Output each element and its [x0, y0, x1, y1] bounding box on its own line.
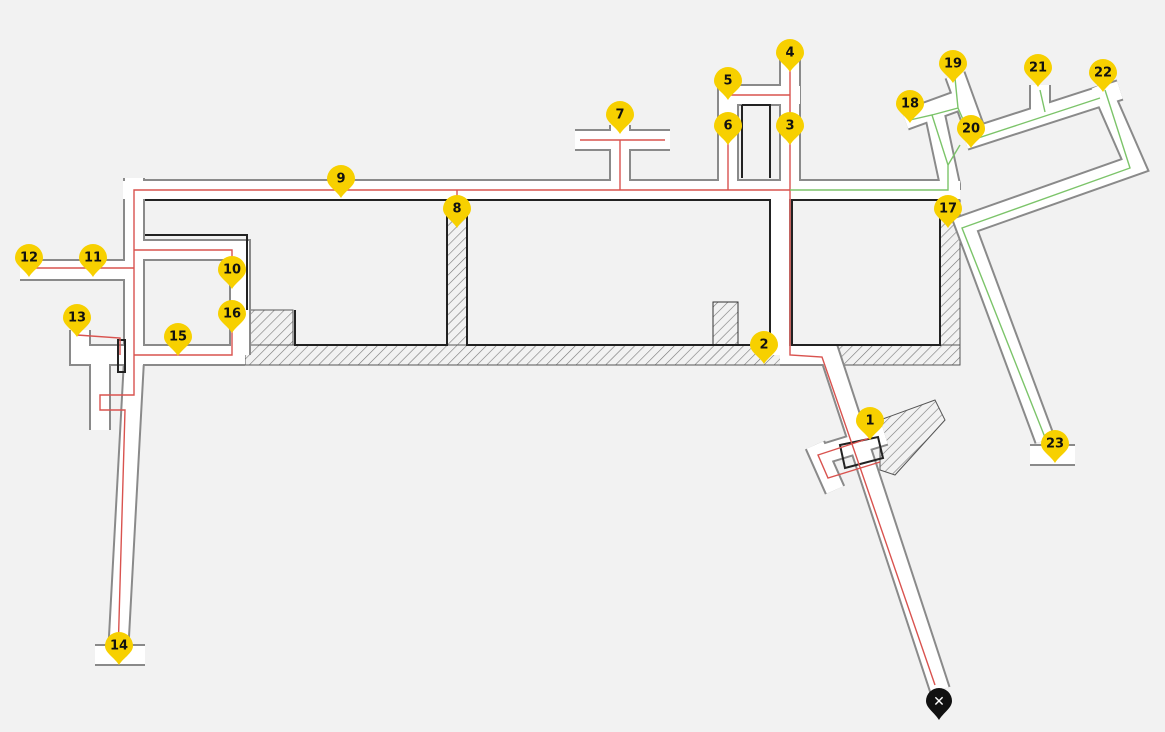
pin-number: 22 — [1094, 66, 1112, 81]
map-pin-11[interactable]: 11 — [79, 244, 107, 277]
map-pin-4[interactable]: 4 — [776, 39, 804, 72]
pin-marker-icon — [714, 112, 742, 145]
pin-marker-icon — [218, 256, 246, 289]
map-pin-5[interactable]: 5 — [714, 67, 742, 100]
pin-marker-icon — [1041, 430, 1069, 463]
pin-number: 10 — [223, 263, 241, 278]
pin-number: 5 — [723, 74, 732, 89]
map-pin-23[interactable]: 23 — [1041, 430, 1069, 463]
pin-marker-icon — [896, 90, 924, 123]
pin-marker-icon — [856, 407, 884, 440]
pin-number: 21 — [1029, 61, 1047, 76]
pin-marker-icon — [776, 39, 804, 72]
pin-marker-icon — [218, 300, 246, 333]
map-pin-18[interactable]: 18 — [896, 90, 924, 123]
pin-number: 16 — [223, 307, 241, 322]
map-pin-16[interactable]: 16 — [218, 300, 246, 333]
pin-number: 4 — [785, 46, 794, 61]
pin-marker-icon — [79, 244, 107, 277]
pin-number: 18 — [901, 97, 919, 112]
pin-marker-icon — [776, 112, 804, 145]
map-pin-19[interactable]: 19 — [939, 50, 967, 83]
pin-marker-icon — [105, 632, 133, 665]
map-pin-22[interactable]: 22 — [1089, 59, 1117, 92]
pin-number: 12 — [20, 251, 38, 266]
pin-number: 17 — [939, 202, 957, 217]
map-pin-3[interactable]: 3 — [776, 112, 804, 145]
pin-number: 1 — [865, 414, 874, 429]
pin-marker-icon — [1089, 59, 1117, 92]
map-pin-15[interactable]: 15 — [164, 323, 192, 356]
pin-number: 13 — [68, 311, 86, 326]
map-pin-21[interactable]: 21 — [1024, 54, 1052, 87]
map-pin-8[interactable]: 8 — [443, 195, 471, 228]
pin-marker-icon — [1024, 54, 1052, 87]
pin-number: 8 — [452, 202, 461, 217]
map-pin-9[interactable]: 9 — [327, 165, 355, 198]
map-pin-12[interactable]: 12 — [15, 244, 43, 277]
pin-marker-icon — [63, 304, 91, 337]
map-pin-13[interactable]: 13 — [63, 304, 91, 337]
corridors — [20, 50, 1150, 690]
map-pin-7[interactable]: 7 — [606, 101, 634, 134]
pin-marker-icon — [327, 165, 355, 198]
pin-number: 7 — [615, 108, 624, 123]
pin-marker-icon — [15, 244, 43, 277]
pin-number: 9 — [336, 172, 345, 187]
pin-number: 15 — [169, 330, 187, 345]
route-primary — [22, 60, 936, 686]
map-pin-1[interactable]: 1 — [856, 407, 884, 440]
pin-number: 23 — [1046, 437, 1064, 452]
pin-number: 19 — [944, 57, 962, 72]
pin-marker-icon — [939, 50, 967, 83]
pin-marker-icon — [957, 115, 985, 148]
map-pin-2[interactable]: 2 — [750, 331, 778, 364]
map-pin-20[interactable]: 20 — [957, 115, 985, 148]
pin-number: 14 — [110, 639, 128, 654]
pin-marker-icon — [443, 195, 471, 228]
pin-marker-icon — [750, 331, 778, 364]
pin-marker-icon — [606, 101, 634, 134]
map-pin-6[interactable]: 6 — [714, 112, 742, 145]
destination-marker[interactable]: ✕ — [926, 688, 952, 720]
close-icon: ✕ — [933, 694, 945, 710]
pin-number: 3 — [785, 119, 794, 134]
pin-marker-icon — [164, 323, 192, 356]
map-pin-10[interactable]: 10 — [218, 256, 246, 289]
pin-number: 6 — [723, 119, 732, 134]
pin-marker-icon — [714, 67, 742, 100]
pin-marker-icon — [934, 195, 962, 228]
map-pin-17[interactable]: 17 — [934, 195, 962, 228]
map-pin-14[interactable]: 14 — [105, 632, 133, 665]
pin-number: 20 — [962, 122, 980, 137]
pin-number: 2 — [759, 338, 768, 353]
pin-number: 11 — [84, 251, 102, 266]
